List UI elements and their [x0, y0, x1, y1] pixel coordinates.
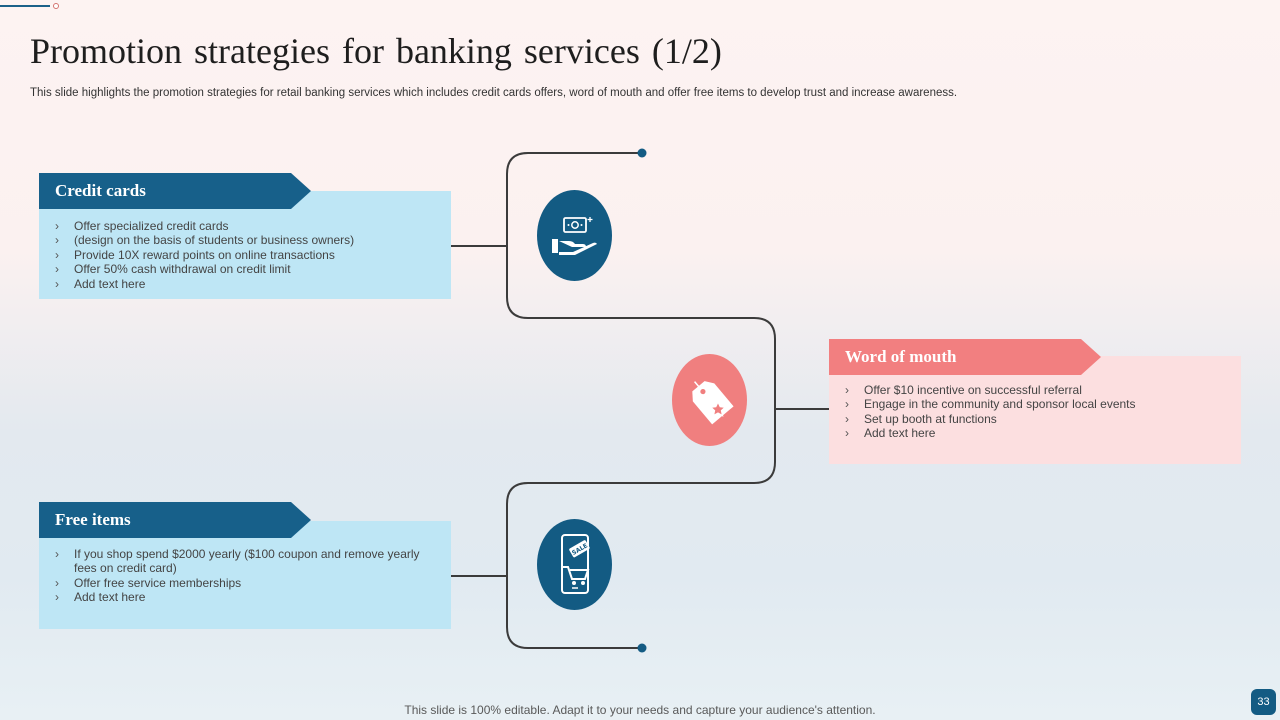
page-title: Promotion strategies for banking service…: [30, 31, 722, 71]
page-number-badge: 33: [1251, 689, 1276, 715]
list-item: Engage in the community and sponsor loca…: [845, 397, 1225, 412]
list-item: Provide 10X reward points on online tran…: [55, 248, 435, 263]
list-item: Offer $10 incentive on successful referr…: [845, 383, 1225, 398]
list-item: Add text here: [845, 426, 1225, 441]
connector-end-dot: [637, 643, 647, 653]
list-item: Offer 50% cash withdrawal on credit limi…: [55, 262, 435, 277]
word-of-mouth-heading: Word of mouth: [829, 339, 1101, 375]
credit-cards-icon-circle: [537, 190, 612, 281]
credit-cards-body: Offer specialized credit cards (design o…: [39, 191, 451, 299]
hand-money-icon: [551, 216, 597, 255]
list-item: Add text here: [55, 590, 427, 605]
list-item: Offer free service memberships: [55, 576, 427, 591]
free-items-card: If you shop spend $2000 yearly ($100 cou…: [39, 502, 451, 629]
free-items-heading: Free items: [39, 502, 311, 538]
list-item: If you shop spend $2000 yearly ($100 cou…: [55, 547, 427, 576]
connector-start-dot: [637, 148, 647, 158]
price-tag-star-icon: [691, 381, 734, 425]
free-items-icon-circle: SALE: [537, 519, 612, 610]
svg-text:SALE: SALE: [570, 542, 588, 557]
credit-cards-card: Offer specialized credit cards (design o…: [39, 173, 451, 299]
credit-cards-list: Offer specialized credit cards (design o…: [55, 219, 435, 291]
free-items-list: If you shop spend $2000 yearly ($100 cou…: [55, 547, 427, 605]
word-of-mouth-card: Offer $10 incentive on successful referr…: [829, 339, 1241, 464]
top-accent-dot: [53, 3, 59, 9]
list-item: Add text here: [55, 277, 435, 292]
word-of-mouth-list: Offer $10 incentive on successful referr…: [845, 383, 1225, 441]
word-of-mouth-icon-circle: [672, 354, 747, 446]
credit-cards-heading: Credit cards: [39, 173, 311, 209]
list-item: Set up booth at functions: [845, 412, 1225, 427]
page-subtitle: This slide highlights the promotion stra…: [30, 87, 958, 99]
list-item: (design on the basis of students or busi…: [55, 233, 435, 248]
list-item: Offer specialized credit cards: [55, 219, 435, 234]
top-accent-line: [0, 5, 50, 7]
footer-note: This slide is 100% editable. Adapt it to…: [404, 703, 876, 717]
free-items-body: If you shop spend $2000 yearly ($100 cou…: [39, 521, 451, 629]
mobile-shopping-cart-icon: SALE: [560, 533, 590, 594]
